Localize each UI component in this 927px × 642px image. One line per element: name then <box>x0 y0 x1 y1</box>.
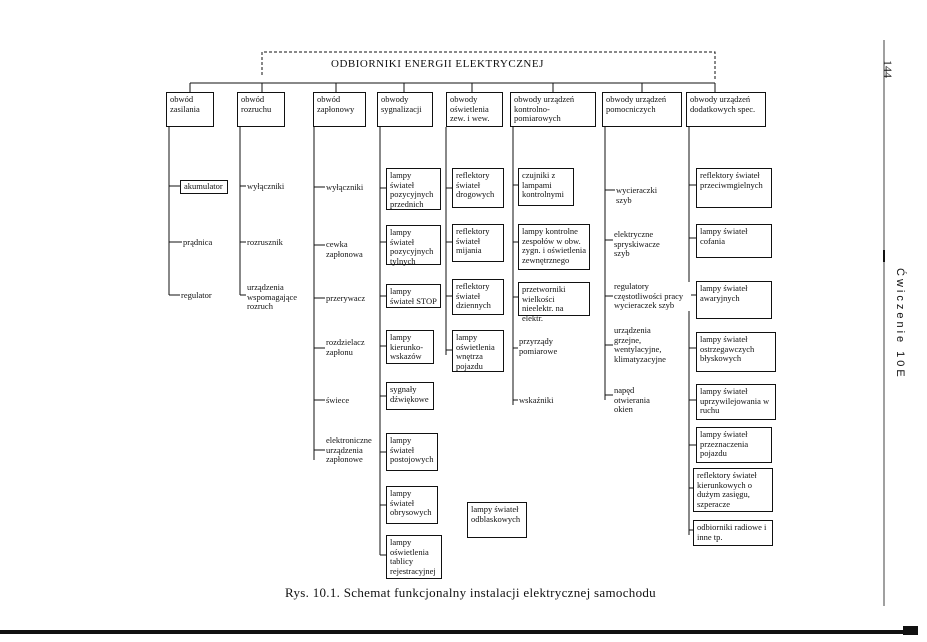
group-header-sygnalizacji: obwody sygnalizacji <box>377 92 433 127</box>
item-postojowe: lampy świateł postojowych <box>386 433 438 471</box>
item-przetworniki: przetworniki wielkości nieelektr. na ele… <box>518 282 590 322</box>
figure-caption: Rys. 10.1. Schemat funkcjonalny instalac… <box>285 585 656 600</box>
item-urzadzenia-wspomagajace: urządzenia wspomagające rozruch <box>246 282 308 312</box>
item-stop: lampy świateł STOP <box>386 284 441 308</box>
item-wylaczniki-zaplon: wyłączniki <box>325 182 365 193</box>
group-header-dodatkowych: obwody urządzeń dodatkowych spec. <box>686 92 766 127</box>
item-reflektory-dzienne: reflektory świateł dziennych <box>452 279 504 315</box>
item-wylaczniki-rozruch: wyłączniki <box>246 181 286 192</box>
group-header-zaplonowy: obwód zapłonowy <box>313 92 366 127</box>
side-chapter-label: Ćwiczenie 10E <box>894 268 906 380</box>
bottom-rule <box>0 630 918 634</box>
item-regulator: regulator <box>180 290 213 301</box>
item-reflektory-mijania: reflektory świateł mijania <box>452 224 504 262</box>
item-cewka-zaplonowa: cewka zapłonowa <box>325 239 371 259</box>
item-ostrzegawcze: lampy świateł ostrzegawczych błyskowych <box>696 332 776 372</box>
item-lampy-kontrolne: lampy kontrolne zespołów w obw. zygn. i … <box>518 224 590 270</box>
item-obrysowe: lampy świateł obrysowych <box>386 486 438 524</box>
item-pradnica: prądnica <box>182 237 214 248</box>
item-swiece: świece <box>325 395 351 406</box>
item-elektroniczne-urzadzenia: elektroniczne urządzenia zapłonowe <box>325 435 379 465</box>
item-kierunkowskazy: lampy kierunko-wskazów <box>386 330 434 364</box>
item-cofania: lampy świateł cofania <box>696 224 772 258</box>
item-reflektory-drogowe: reflektory świateł drogowych <box>452 168 504 208</box>
item-przeznaczenia: lampy świateł przeznaczenia pojazdu <box>696 427 772 463</box>
group-header-zasilania: obwód zasilania <box>166 92 214 127</box>
bottom-mark <box>903 626 918 635</box>
item-regulatory-czestotliwosci: regulatory częstotliwości pracy wycierac… <box>613 281 691 311</box>
item-odbiorniki-radiowe: odbiorniki radiowe i inne tp. <box>693 520 773 546</box>
item-czujniki: czujniki z lampami kontrolnymi <box>518 168 574 206</box>
item-swiatla-odblaskowe: lampy świateł odblaskowych <box>467 502 527 538</box>
item-przeciwmgielne: reflektory świateł przeciwmgielnych <box>696 168 772 208</box>
item-rozrusznik: rozrusznik <box>246 237 284 248</box>
page-number: 144 <box>881 60 895 78</box>
item-pozycyjne-przednie: lampy świateł pozycyjnych przednich <box>386 168 441 210</box>
item-akumulator: akumulator <box>180 180 228 194</box>
item-przerywacz: przerywacz <box>325 293 367 304</box>
item-tablica-rejestracyjna: lampy oświetlenia tablicy rejestracyjnej <box>386 535 442 579</box>
item-kierunkowe-szperacze: reflektory świateł kierunkowych o dużym … <box>693 468 773 512</box>
item-wycieraczki: wycieraczki szyb <box>615 185 663 205</box>
group-header-pomocniczych: obwody urządzeń pomocniczych <box>602 92 682 127</box>
item-sygnaly-dzwiekowe: sygnały dźwiękowe <box>386 382 434 410</box>
item-oswietlenie-wnetrza: lampy oświetlenia wnętrza pojazdu <box>452 330 504 372</box>
item-naped-okien: napęd otwierania okien <box>613 385 661 415</box>
diagram-title: ODBIORNIKI ENERGII ELEKTRYCZNEJ <box>328 58 547 70</box>
group-header-rozruchu: obwód rozruchu <box>237 92 285 127</box>
item-pozycyjne-tylne: lampy świateł pozycyjnych tylnych <box>386 225 441 265</box>
item-awaryjne: lampy świateł awaryjnych <box>696 281 772 319</box>
item-rozdzielacz-zaplonu: rozdzielacz zapłonu <box>325 337 377 357</box>
item-urzadzenia-grzejne: urządzenia grzejne, wentylacyjne, klimat… <box>613 325 677 364</box>
item-przyrzady-pomiarowe: przyrządy pomiarowe <box>518 336 570 356</box>
item-spryskiwacze: elektryczne spryskiwacze szyb <box>613 229 673 259</box>
item-wskazniki: wskaźniki <box>518 395 555 406</box>
item-uprzywilejowania: lampy świateł uprzywilejowania w ruchu <box>696 384 776 420</box>
group-header-oswietlenia: obwody oświetlenia zew. i wew. <box>446 92 503 127</box>
group-header-kontrolno: obwody urządzeń kontrolno-pomiarowych <box>510 92 596 127</box>
